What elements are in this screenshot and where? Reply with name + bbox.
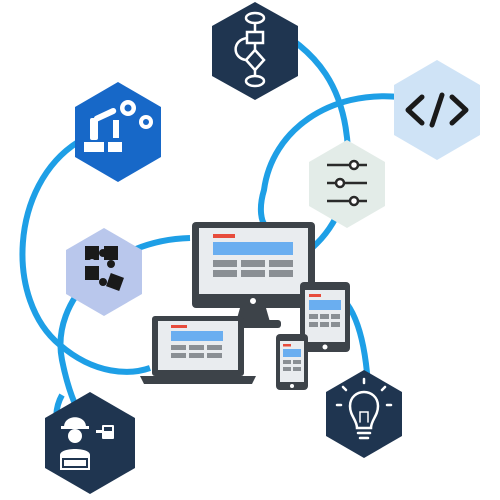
- tablet: [300, 282, 350, 352]
- smartphone: [276, 334, 308, 390]
- puzzle-hex: [66, 228, 142, 316]
- code-brackets-icon: [405, 92, 469, 128]
- sliders-icon: [327, 159, 367, 207]
- desktop-monitor: [192, 222, 315, 328]
- ring-arc-right: [257, 93, 401, 228]
- flowchart-icon: [234, 11, 266, 88]
- code-hex: [394, 60, 480, 160]
- engineer-hex: [45, 392, 135, 494]
- sliders-hex: [309, 140, 385, 228]
- laptop: [140, 316, 256, 384]
- flowchart-hex: [212, 2, 298, 100]
- puzzle-pieces-icon: [85, 246, 124, 291]
- robot-arm-gears-icon: [84, 100, 153, 152]
- ring-arc-left: [19, 139, 151, 375]
- engineer-with-laptop-icon: [60, 417, 114, 470]
- lightbulb-icon: [335, 377, 393, 440]
- robot-arm-gears-hex: [75, 82, 161, 182]
- lightbulb-hex: [326, 370, 402, 458]
